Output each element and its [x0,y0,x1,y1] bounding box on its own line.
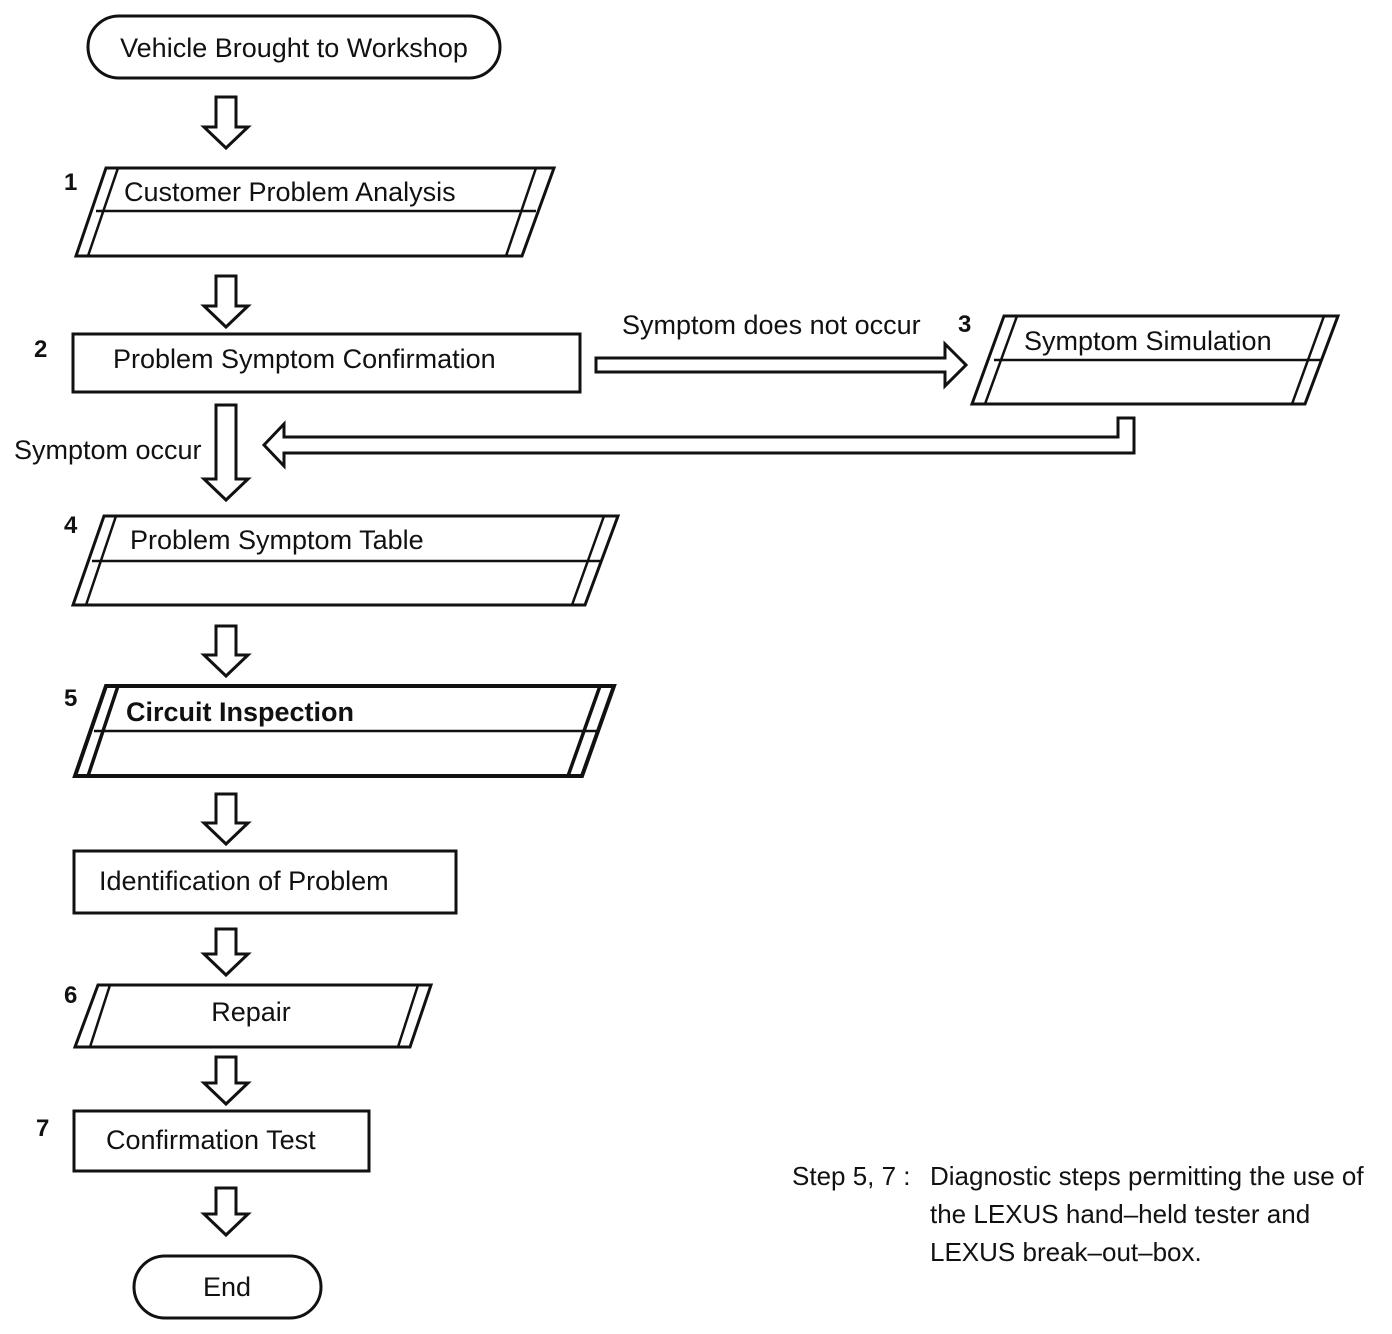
end-label: End [203,1272,251,1302]
step-3-number: 3 [958,311,971,338]
identification-box: Identification of Problem [72,849,458,915]
down-arrow [200,95,252,151]
start-label: Vehicle Brought to Workshop [120,33,468,63]
branch-not-occur-label: Symptom does not occur [622,310,921,340]
step-3-box: 3 Symptom Simulation [958,311,1341,406]
down-arrow [200,1186,252,1238]
footnote-prefix: Step 5, 7 : [792,1161,911,1191]
footnote-text: Diagnostic steps permitting the use of t… [930,1161,1364,1267]
end-terminal: End [132,1254,323,1320]
down-arrow [200,792,252,847]
step-5-label: Circuit Inspection [126,697,354,727]
step-2-number: 2 [34,336,47,363]
step-6-label: Repair [211,997,291,1027]
step-1-number: 1 [64,169,77,196]
identification-label: Identification of Problem [99,866,389,896]
step-7-number: 7 [36,1115,49,1142]
step-1-label: Customer Problem Analysis [124,177,456,207]
step-7-box: 7 Confirmation Test [36,1109,371,1173]
step-7-label: Confirmation Test [106,1125,316,1155]
step-4-box: 4 Problem Symptom Table [64,512,621,607]
footnote: Step 5, 7 : Diagnostic steps permitting … [792,1157,1382,1271]
step-5-box: 5 Circuit Inspection [64,684,617,778]
right-arrow: Symptom does not occur [594,310,969,390]
step-4-number: 4 [64,512,78,539]
down-arrow [200,274,252,330]
step-4-label: Problem Symptom Table [130,525,424,555]
step-6-number: 6 [64,982,77,1009]
step-6-box: 6 Repair [64,982,434,1049]
step-3-label: Symptom Simulation [1024,326,1272,356]
down-arrow [200,624,252,679]
start-terminal: Vehicle Brought to Workshop [86,14,502,80]
step-2-box: 2 Problem Symptom Confirmation [34,332,582,394]
down-arrow [200,927,252,978]
step-2-label: Problem Symptom Confirmation [113,344,496,374]
step-1-box: 1 Customer Problem Analysis [64,166,557,258]
branch-occur-label: Symptom occur [14,435,202,465]
step-5-number: 5 [64,685,77,712]
down-arrow: Symptom occur [14,403,252,503]
return-arrow [261,416,1136,470]
down-arrow [200,1055,252,1107]
